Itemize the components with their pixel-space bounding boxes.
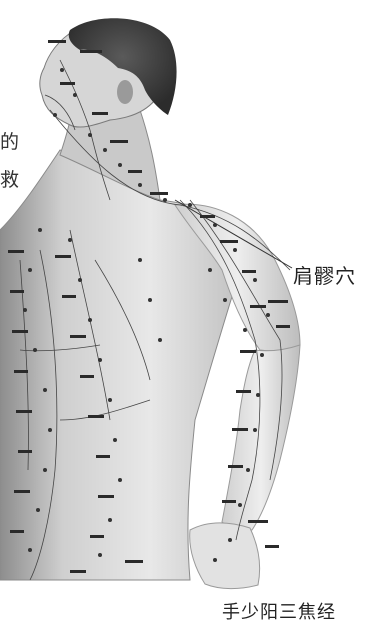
hand-shape (190, 523, 260, 589)
side-text-char: 救 (0, 171, 19, 190)
shoulder-point-label: 肩髎穴 (293, 260, 356, 289)
side-text-char: 的 (0, 133, 19, 152)
meridian-caption: 手少阳三焦经 (222, 598, 336, 624)
ear-shape (117, 80, 133, 104)
